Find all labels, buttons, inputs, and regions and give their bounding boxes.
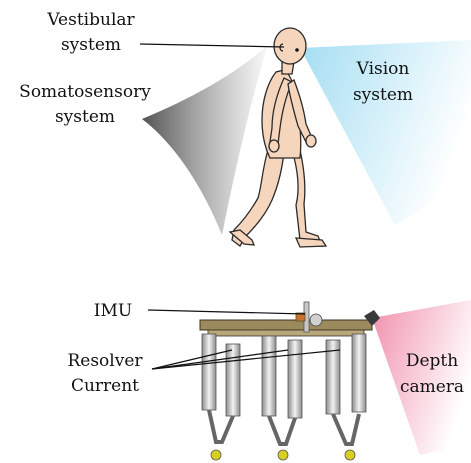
resolver-label: Resolver <box>67 351 143 371</box>
imu-leader <box>148 310 305 314</box>
vestibular-label-2: system <box>61 35 121 55</box>
somatosensory-cone <box>142 45 268 235</box>
depth-label-1: Depth <box>406 351 458 371</box>
robot-leg-right <box>326 334 366 460</box>
vestibular-label-1: Vestibular <box>46 10 135 30</box>
current-label: Current <box>71 376 139 396</box>
depth-label-2: camera <box>400 377 464 397</box>
imu-label: IMU <box>94 301 132 321</box>
vision-label-1: Vision <box>356 59 410 79</box>
vestibular-leader <box>140 44 284 47</box>
somatosensory-label-1: Somatosensory <box>19 82 151 102</box>
robot <box>200 302 380 460</box>
vision-label-2: system <box>353 85 413 105</box>
eye-icon <box>295 48 299 52</box>
resolver-leader-3 <box>152 350 340 369</box>
somatosensory-label-2: system <box>55 107 115 127</box>
